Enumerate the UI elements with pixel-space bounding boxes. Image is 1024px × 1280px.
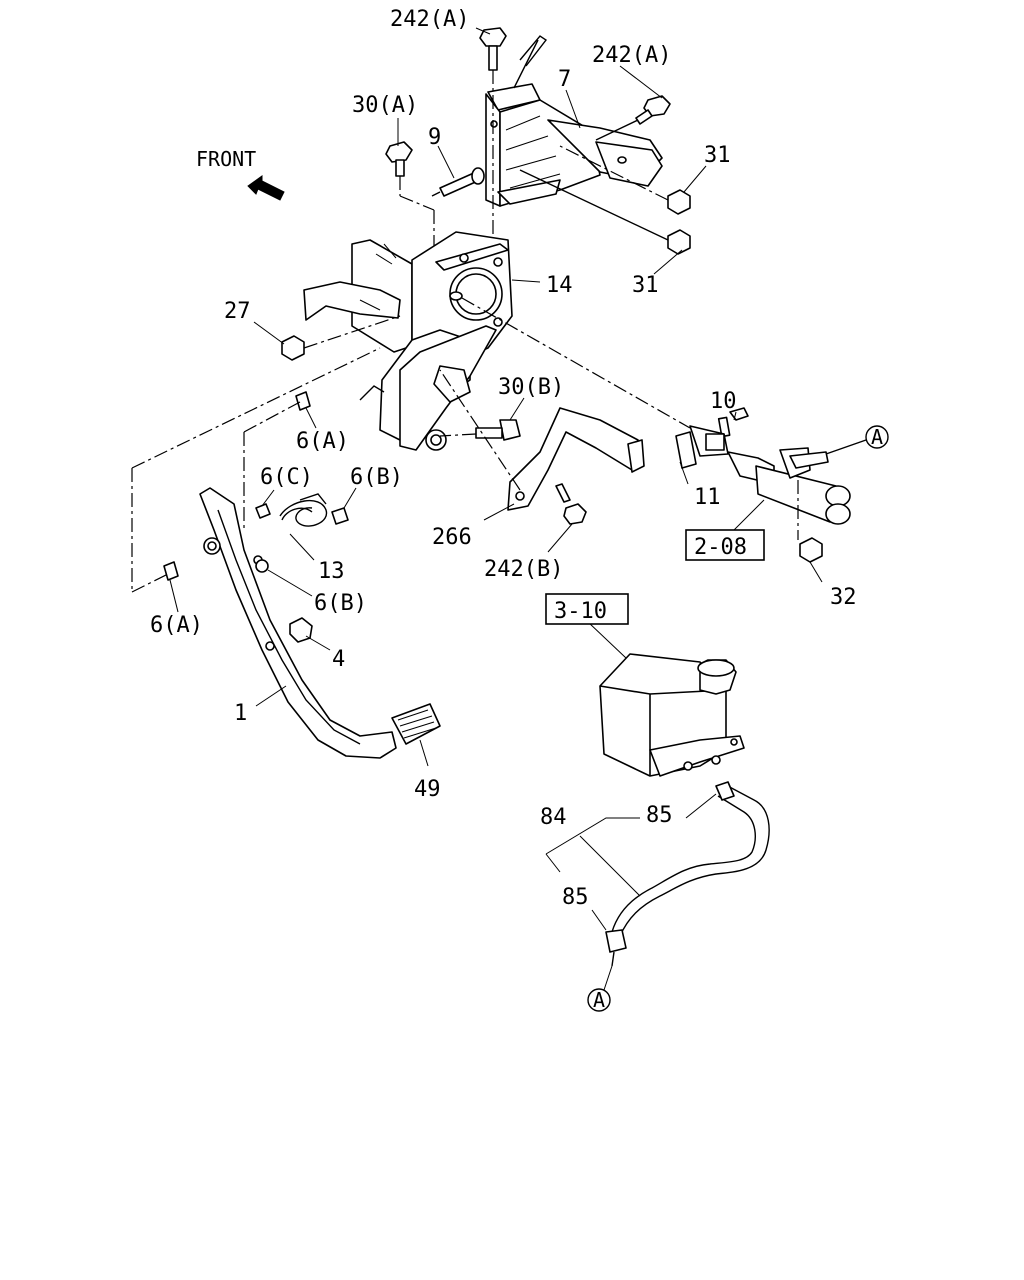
label-27: 27 bbox=[224, 299, 251, 324]
label-13: 13 bbox=[318, 559, 345, 584]
label-84: 84 bbox=[540, 805, 567, 830]
pedal-bracket-14 bbox=[303, 231, 691, 451]
label-4: 4 bbox=[332, 647, 345, 672]
label-30a: 30(A) bbox=[352, 93, 418, 118]
ref-box-3-10-label: 3-10 bbox=[554, 599, 607, 624]
bushing-6c bbox=[255, 503, 271, 519]
bolt-242a-right bbox=[595, 95, 671, 141]
label-9: 9 bbox=[428, 125, 441, 150]
label-242b: 242(B) bbox=[484, 557, 563, 582]
nut-4 bbox=[289, 617, 313, 643]
bracket-266 bbox=[439, 369, 645, 511]
label-30b: 30(B) bbox=[498, 375, 564, 400]
label-32: 32 bbox=[830, 585, 857, 610]
part-labels: 242(A) 242(A) 7 30(A) 9 31 31 14 27 10 3… bbox=[150, 7, 857, 910]
ref-box-2-08-label: 2-08 bbox=[694, 535, 747, 560]
label-6b-upper: 6(B) bbox=[350, 465, 403, 490]
bushing-6a-upper bbox=[295, 391, 311, 411]
label-leaders bbox=[169, 27, 823, 767]
front-direction-indicator: FRONT bbox=[196, 147, 285, 201]
label-49: 49 bbox=[414, 777, 441, 802]
spring-13 bbox=[279, 493, 328, 527]
label-6a-lower: 6(A) bbox=[150, 613, 203, 638]
reservoir-3-10 bbox=[599, 653, 745, 777]
ref-box-2-08[interactable]: 2-08 bbox=[685, 529, 765, 561]
nut-31-upper bbox=[559, 145, 691, 215]
clutch-switch-11 bbox=[675, 425, 729, 469]
upper-bracket-7 bbox=[485, 35, 663, 207]
label-31-upper: 31 bbox=[704, 143, 731, 168]
label-11: 11 bbox=[694, 485, 721, 510]
bushing-6b-upper bbox=[331, 507, 349, 525]
hose-clip-85-lower bbox=[605, 929, 627, 967]
bolt-30b bbox=[439, 419, 521, 441]
front-label: FRONT bbox=[196, 147, 256, 171]
front-arrow-icon bbox=[247, 175, 285, 201]
label-6c: 6(C) bbox=[260, 465, 313, 490]
bushing-6b-lower bbox=[255, 559, 269, 573]
label-10: 10 bbox=[710, 389, 737, 414]
label-6b-lower: 6(B) bbox=[314, 591, 367, 616]
ref-box-3-10[interactable]: 3-10 bbox=[545, 593, 629, 625]
connector-a-bottom[interactable]: A bbox=[587, 965, 613, 1012]
label-266: 266 bbox=[432, 525, 472, 550]
label-242a-top: 242(A) bbox=[390, 7, 469, 32]
bolt-30a bbox=[385, 141, 435, 262]
pedal-arm-1 bbox=[199, 487, 397, 759]
bushing-6a-lower bbox=[163, 561, 179, 581]
nut-31-lower bbox=[519, 169, 691, 255]
pedal-pad-49 bbox=[391, 703, 441, 745]
pin-9 bbox=[431, 167, 485, 197]
label-85-lower: 85 bbox=[562, 885, 589, 910]
nut-27 bbox=[281, 315, 401, 361]
connector-a-right-label: A bbox=[871, 425, 883, 449]
label-14: 14 bbox=[546, 273, 573, 298]
label-6a-upper: 6(A) bbox=[296, 429, 349, 454]
master-cylinder-2-08 bbox=[727, 439, 867, 540]
nut-32 bbox=[799, 537, 823, 563]
assembly-leader-lines bbox=[131, 347, 381, 593]
label-31-lower: 31 bbox=[632, 273, 659, 298]
connector-a-bottom-label: A bbox=[593, 988, 605, 1012]
label-7: 7 bbox=[558, 67, 571, 92]
bolt-242b bbox=[555, 483, 587, 525]
label-242a-right: 242(A) bbox=[592, 43, 671, 68]
hose-leader-bracket bbox=[545, 793, 717, 931]
connector-a-right[interactable]: A bbox=[865, 425, 889, 449]
label-1: 1 bbox=[234, 701, 247, 726]
hose-clip-85-upper bbox=[715, 781, 735, 801]
label-85-upper: 85 bbox=[646, 803, 673, 828]
hose-84 bbox=[611, 783, 770, 937]
